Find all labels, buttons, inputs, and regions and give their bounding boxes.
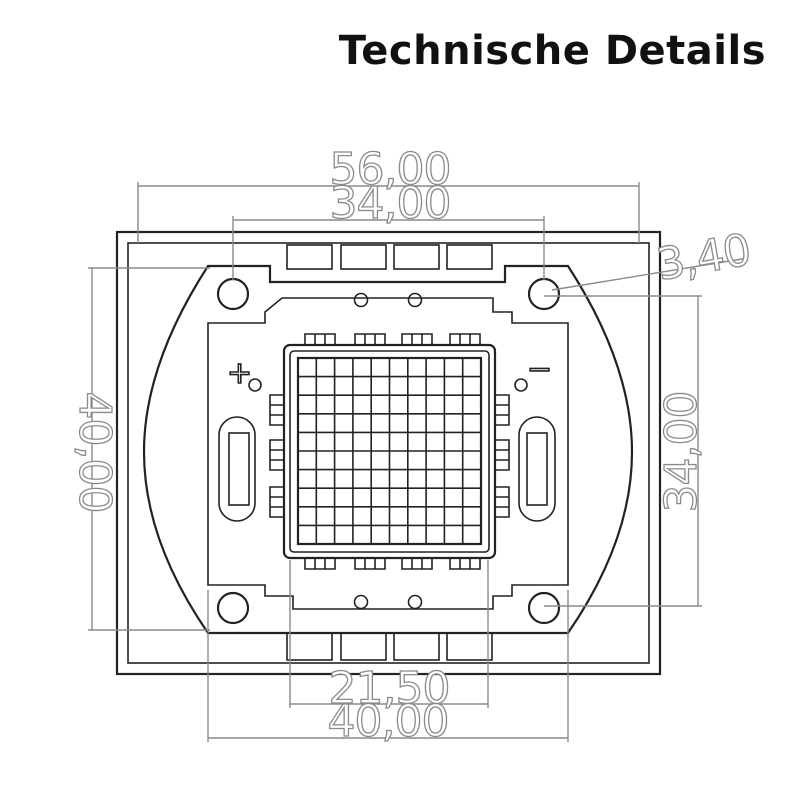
svg-text:34,00: 34,00 (330, 178, 451, 229)
dimension-emitter-width: 21,50 (289, 560, 489, 715)
comb-teeth (269, 333, 510, 570)
mounting-hole-icon (527, 277, 561, 311)
svg-text:21,50: 21,50 (329, 663, 450, 714)
comb-tooth (401, 333, 433, 344)
comb-tooth (304, 559, 336, 570)
comb-tooth (269, 394, 283, 426)
comb-tooth (496, 394, 510, 426)
page-title: Technische Details (338, 28, 766, 74)
comb-tooth (269, 439, 283, 471)
dimension-hole-spacing-horizontal: 34,00 (232, 177, 545, 280)
emitter-inner (289, 350, 490, 553)
svg-text:40,00: 40,00 (69, 392, 120, 513)
svg-text:34,00: 34,00 (656, 392, 707, 513)
contact-slot-right (518, 416, 556, 522)
comb-tooth (496, 486, 510, 518)
outer-frame (115, 230, 662, 676)
comb-tooth (496, 439, 510, 471)
dimension-hole-diameter: 3,40 (551, 224, 755, 292)
substrate-outline (207, 297, 569, 610)
comb-tooth (449, 333, 481, 344)
svg-text:56,00: 56,00 (330, 144, 451, 195)
svg-text:40,00: 40,00 (328, 696, 449, 747)
dimension-base-width: 40,00 (207, 590, 569, 748)
dimension-overall-width: 56,00 (137, 143, 640, 243)
svg-text:3,40: 3,40 (653, 224, 754, 291)
top-slots (286, 244, 493, 270)
led-chip-grid (296, 356, 483, 546)
mounting-hole-icon (216, 277, 250, 311)
polarity-minus-label: − (527, 352, 552, 387)
inner-frame (127, 242, 650, 664)
mounting-hole-icon (527, 591, 561, 625)
comb-tooth (304, 333, 336, 344)
comb-tooth (269, 486, 283, 518)
bottom-slots (286, 632, 493, 661)
comb-tooth (354, 559, 386, 570)
mounting-hole-icon (216, 591, 250, 625)
comb-tooth (354, 333, 386, 344)
emitter-outer (282, 343, 497, 560)
comb-tooth (401, 559, 433, 570)
polarity-plus-label: + (227, 356, 252, 391)
dimension-hole-spacing-vertical: 34,00 (544, 295, 708, 607)
contact-slot-left (218, 416, 256, 522)
led-base-outline (142, 264, 634, 635)
dimension-overall-height: 40,00 (68, 267, 210, 631)
comb-tooth (449, 559, 481, 570)
small-holes (248, 292, 528, 610)
